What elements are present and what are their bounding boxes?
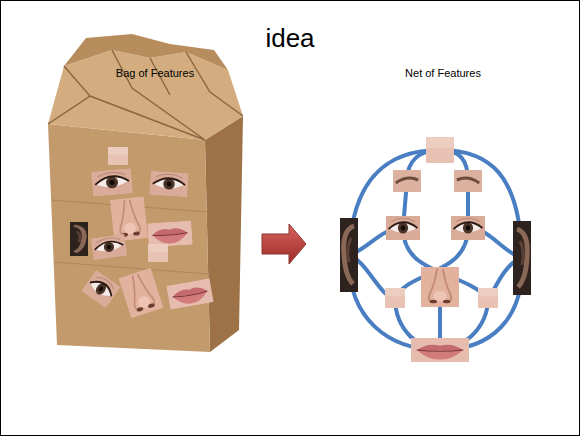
eye-patch [91,234,128,261]
lips-patch [411,338,469,362]
panel-label: Bag of Features [116,67,194,80]
brow-patch [454,170,482,192]
bag-front [48,124,210,352]
bag-side [205,116,243,352]
slide-title: idea [265,24,314,54]
ear-patch [70,222,88,256]
text-holder: Net of Features [405,67,481,80]
bag-folds [48,50,243,140]
skin-patch [478,288,498,308]
net-patches [340,137,531,362]
text-holder: Bag of Features [116,67,194,80]
eye-patch [81,270,120,309]
net-outline [349,150,522,350]
eye-patch [149,171,189,198]
skin-patch [148,244,168,262]
ear-patch [340,218,358,292]
feature-net [349,150,522,350]
eye-patch [386,216,420,240]
lips-patch [147,220,193,247]
paper-bag [48,34,243,352]
nose-patch [110,196,148,241]
text-holder: idea [265,24,314,54]
eye-patch [91,168,133,196]
skin-patch [426,137,454,163]
bag-patches [70,147,214,318]
nose-patch [421,267,459,307]
nose-patch [118,268,163,318]
bag-flap [64,34,228,70]
skin-patch [385,288,405,308]
brow-patch [393,170,421,192]
panel-label: Net of Features [405,67,481,80]
right-arrow [262,224,306,264]
lips-patch [166,278,213,309]
eye-patch [451,216,485,240]
skin-patch [108,147,128,165]
ear-patch [513,221,531,295]
